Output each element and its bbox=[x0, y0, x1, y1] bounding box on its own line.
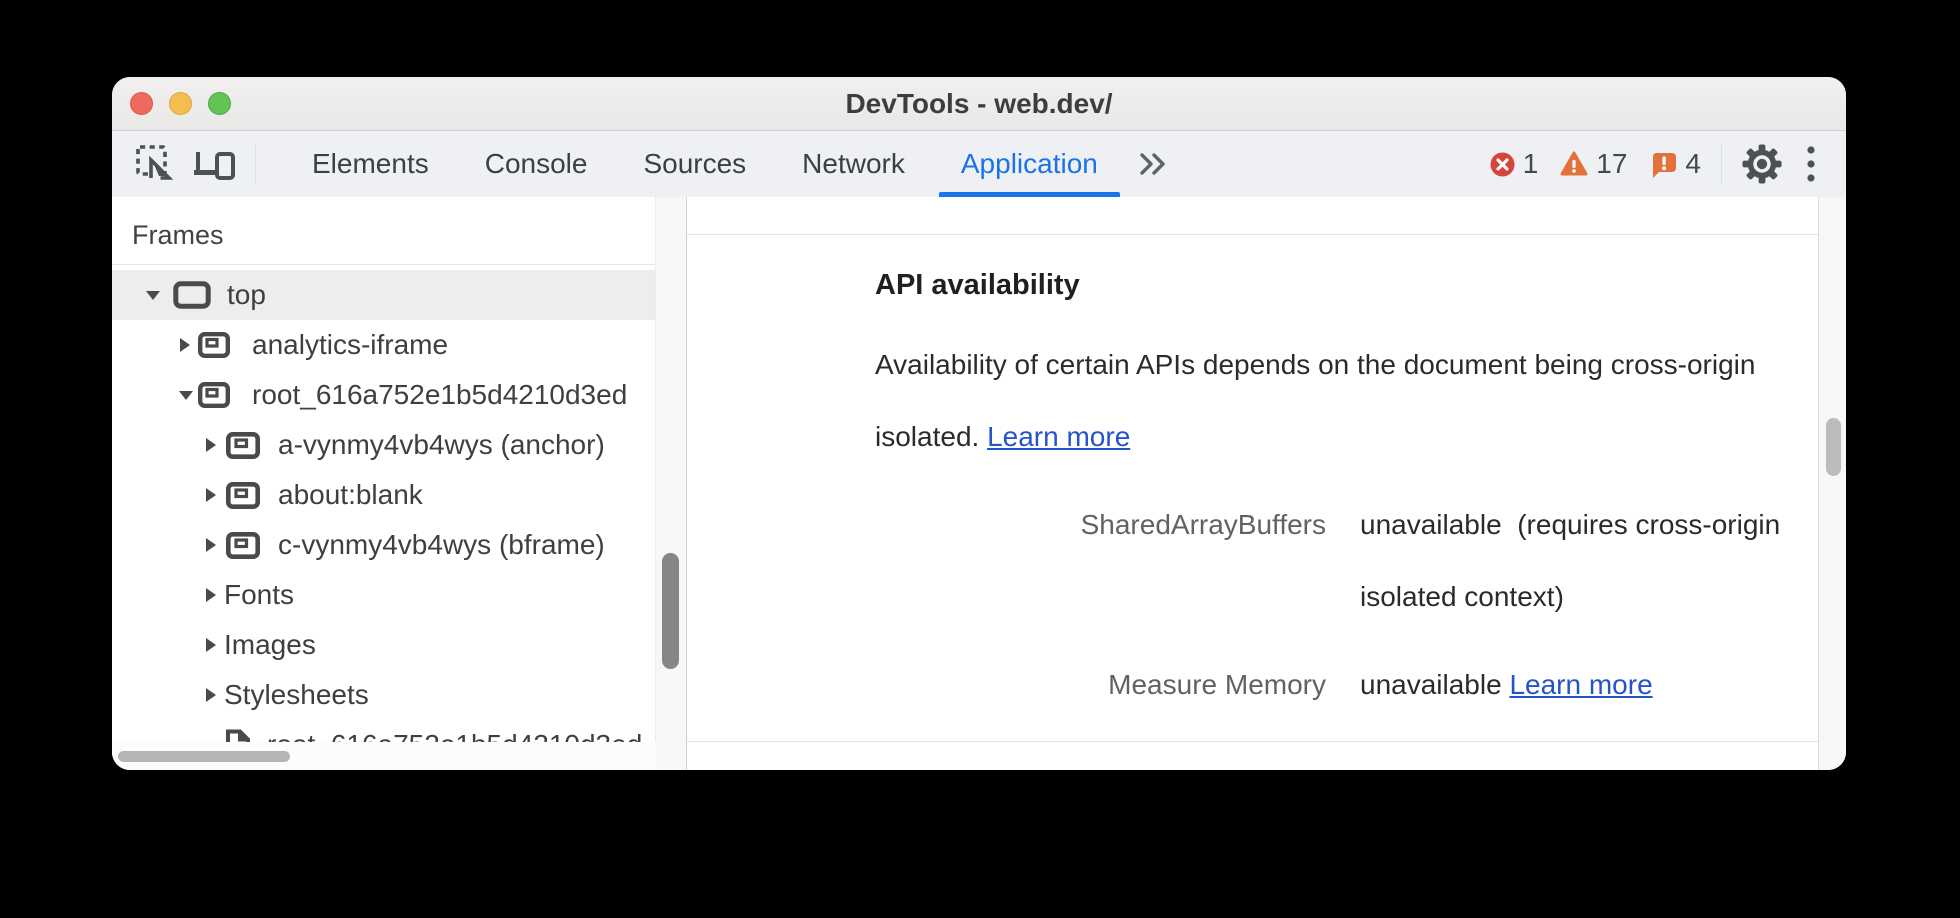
tab-elements[interactable]: Elements bbox=[312, 148, 429, 179]
iframe-icon bbox=[198, 382, 230, 408]
toolbar-divider bbox=[255, 144, 256, 184]
row-label: Measure Memory bbox=[1108, 669, 1326, 700]
toolbar-divider bbox=[1721, 145, 1722, 183]
panel-tabs: Elements Console Sources Network Applica… bbox=[284, 131, 1126, 197]
chevron-right-icon[interactable] bbox=[204, 687, 224, 703]
devtools-window: DevTools - web.dev/ Elements Console Sou… bbox=[112, 77, 1846, 770]
tab-application[interactable]: Application bbox=[933, 131, 1126, 197]
devtools-content: Frames top bbox=[112, 197, 1846, 770]
api-availability-heading: API availability bbox=[875, 269, 1080, 301]
error-count: 1 bbox=[1522, 148, 1539, 179]
error-badge[interactable]: 1 bbox=[1490, 148, 1539, 180]
section-divider bbox=[687, 741, 1819, 742]
sidebar-vertical-scrollbar-thumb[interactable] bbox=[662, 553, 679, 669]
issues-count: 4 bbox=[1685, 148, 1701, 179]
devtools-toolbar: Elements Console Sources Network Applica… bbox=[112, 131, 1846, 198]
row-note: (requires cross-origin isolated context) bbox=[1360, 509, 1781, 612]
chevron-right-icon[interactable] bbox=[204, 587, 224, 603]
main-vertical-scrollbar-thumb[interactable] bbox=[1826, 418, 1841, 476]
learn-more-link[interactable]: Learn more bbox=[987, 421, 1131, 452]
tree-item-stylesheets[interactable]: Stylesheets bbox=[112, 670, 686, 720]
row-value: unavailable Learn more bbox=[1360, 669, 1653, 700]
tree-item-bframe[interactable]: c-vynmy4vb4wys (bframe) bbox=[112, 520, 686, 570]
measure-memory-row: Measure Memory unavailable Learn more bbox=[687, 649, 1819, 721]
warning-count: 17 bbox=[1596, 148, 1628, 179]
settings-gear-icon[interactable] bbox=[1742, 144, 1782, 184]
more-tabs-icon[interactable] bbox=[1136, 149, 1170, 179]
titlebar: DevTools - web.dev/ bbox=[112, 77, 1846, 131]
tree-item-top[interactable]: top bbox=[112, 270, 686, 320]
frames-tree: top analytics-iframe bbox=[112, 270, 686, 770]
chevron-right-icon[interactable] bbox=[204, 487, 224, 503]
tab-sources[interactable]: Sources bbox=[643, 148, 747, 179]
tree-item-images[interactable]: Images bbox=[112, 620, 686, 670]
tree-item-root-frame[interactable]: root_616a752e1b5d4210d3ed bbox=[112, 370, 686, 420]
issues-icon bbox=[1651, 151, 1677, 178]
chevron-down-icon[interactable] bbox=[145, 288, 165, 302]
toolbar-right-group: 1 17 bbox=[1490, 144, 1846, 184]
measure-memory-learn-more-link[interactable]: Learn more bbox=[1509, 669, 1653, 700]
active-tab-indicator bbox=[938, 192, 1120, 197]
chevron-down-icon[interactable] bbox=[178, 388, 198, 402]
warning-icon bbox=[1560, 151, 1588, 177]
tree-item-fonts[interactable]: Fonts bbox=[112, 570, 686, 620]
frames-section-header: Frames bbox=[112, 197, 686, 265]
tree-item-anchor-frame[interactable]: a-vynmy4vb4wys (anchor) bbox=[112, 420, 686, 470]
api-availability-description: Availability of certain APIs depends on … bbox=[875, 349, 1756, 452]
chevron-right-icon[interactable] bbox=[204, 437, 224, 453]
sidebar-horizontal-scrollbar-thumb[interactable] bbox=[118, 751, 290, 762]
traffic-lights bbox=[130, 92, 231, 115]
chevron-right-icon[interactable] bbox=[204, 537, 224, 553]
issues-badge[interactable]: 4 bbox=[1651, 148, 1701, 180]
section-divider bbox=[687, 234, 1819, 235]
frame-details-panel: API availability Availability of certain… bbox=[687, 197, 1846, 770]
iframe-icon bbox=[198, 332, 230, 358]
shared-array-buffers-row: SharedArrayBuffers unavailable (requires… bbox=[687, 489, 1819, 633]
top-frame-icon bbox=[173, 281, 211, 309]
iframe-icon bbox=[226, 431, 260, 459]
main-vertical-scrollbar[interactable] bbox=[1818, 197, 1846, 770]
more-options-icon[interactable] bbox=[1806, 145, 1816, 183]
iframe-icon bbox=[226, 481, 260, 509]
tab-network[interactable]: Network bbox=[802, 148, 905, 179]
zoom-window-button[interactable] bbox=[208, 92, 231, 115]
tab-console[interactable]: Console bbox=[484, 148, 588, 179]
tree-item-about-blank[interactable]: about:blank bbox=[112, 470, 686, 520]
error-icon bbox=[1490, 152, 1515, 177]
iframe-icon bbox=[226, 531, 260, 559]
chevron-right-icon[interactable] bbox=[178, 337, 198, 353]
row-label: SharedArrayBuffers bbox=[1080, 509, 1326, 540]
application-sidebar: Frames top bbox=[112, 197, 687, 770]
inspect-element-icon[interactable] bbox=[133, 143, 177, 185]
tree-item-analytics-iframe[interactable]: analytics-iframe bbox=[112, 320, 686, 370]
chevron-right-icon[interactable] bbox=[204, 637, 224, 653]
api-availability-rows: SharedArrayBuffers unavailable (requires… bbox=[687, 489, 1819, 737]
minimize-window-button[interactable] bbox=[169, 92, 192, 115]
sidebar-vertical-scrollbar[interactable] bbox=[655, 197, 686, 770]
warning-badge[interactable]: 17 bbox=[1560, 148, 1627, 180]
toggle-device-toolbar-icon[interactable] bbox=[191, 144, 239, 184]
close-window-button[interactable] bbox=[130, 92, 153, 115]
row-value: unavailable (requires cross-origin isola… bbox=[1360, 509, 1781, 612]
window-title: DevTools - web.dev/ bbox=[845, 87, 1113, 119]
sidebar-horizontal-scrollbar[interactable] bbox=[112, 742, 656, 770]
